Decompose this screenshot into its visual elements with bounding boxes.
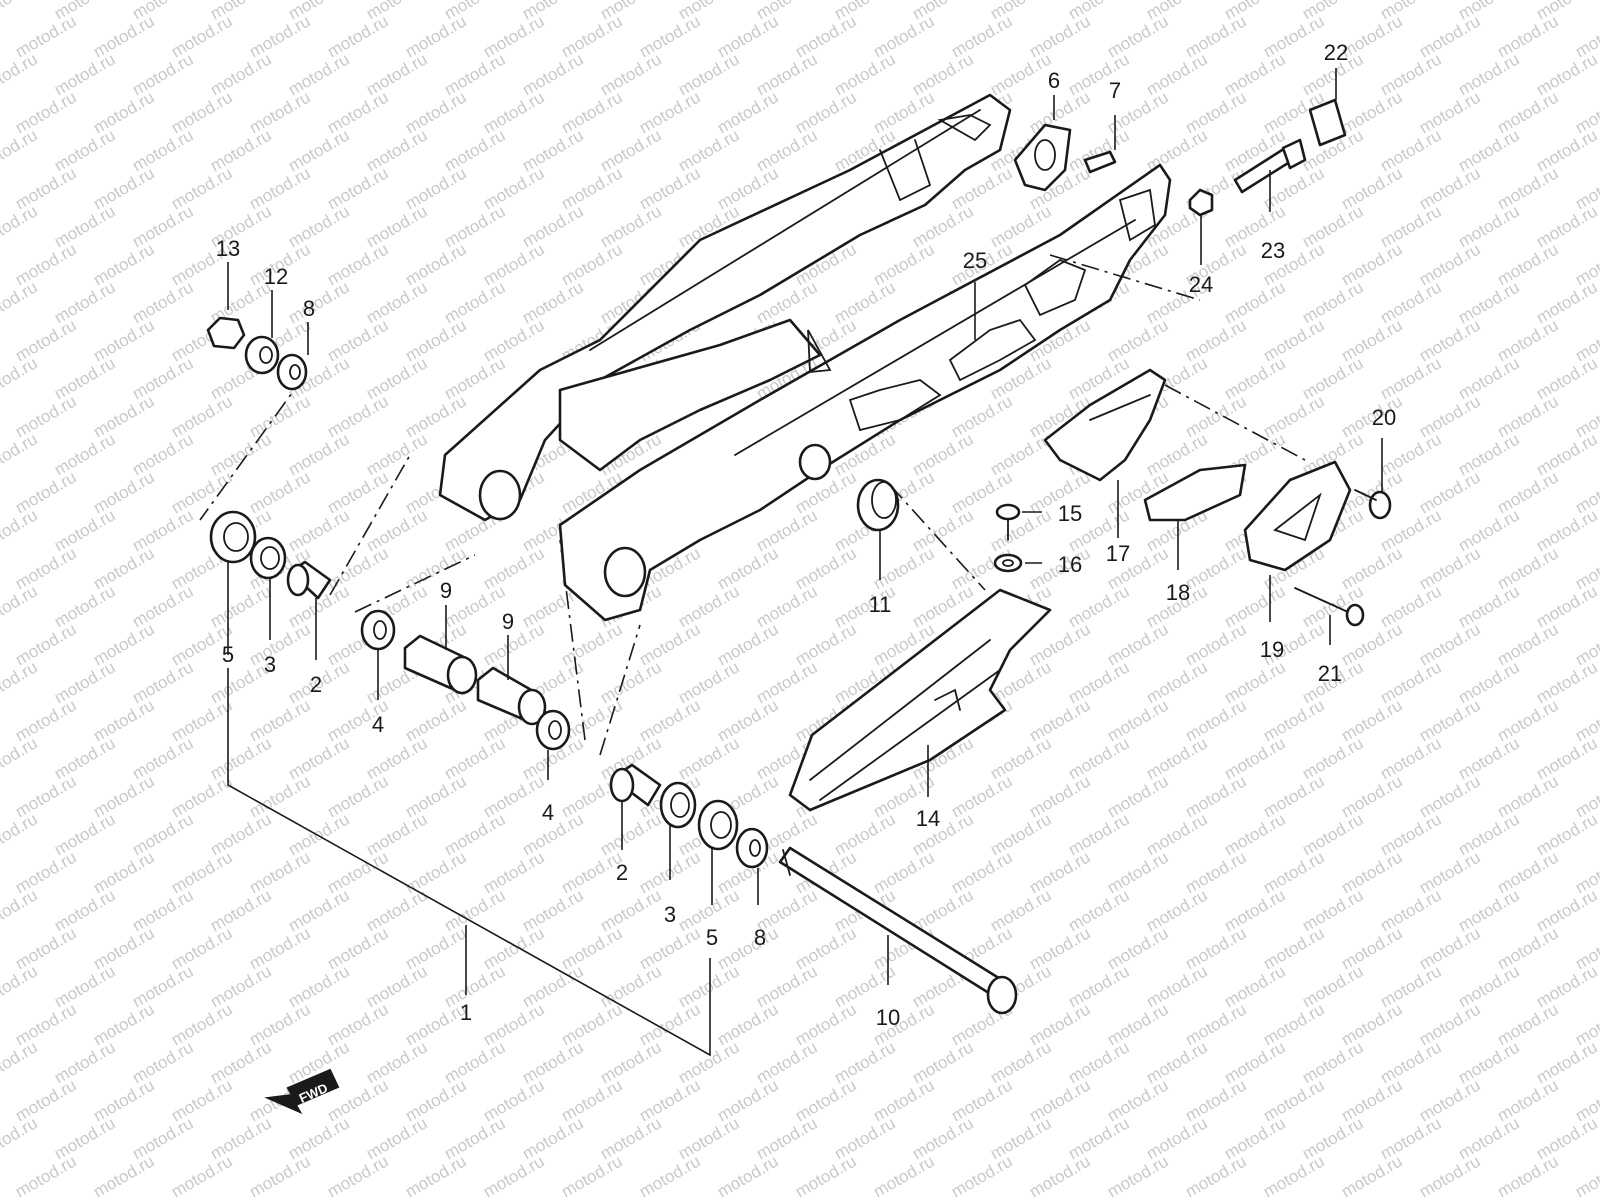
callout-5-right: 5	[706, 925, 718, 950]
watermark-text: motod.ru	[1416, 1151, 1484, 1200]
watermark-text: motod.ru	[480, 1151, 548, 1200]
left-pivot-hardware	[206, 316, 571, 751]
watermark-text: motod.ru	[0, 885, 41, 935]
callout-3-left: 3	[264, 652, 276, 677]
chain-adjuster	[1013, 98, 1347, 217]
callout-16: 16	[1058, 552, 1082, 577]
callout-numbers: 13 12 8 6 7 22 23 24 25 20 15 16 17 18 1…	[216, 40, 1396, 1030]
watermark-text: motod.ru	[0, 733, 41, 783]
callout-9-right: 9	[502, 609, 514, 634]
watermark-text: motod.ru	[0, 1037, 41, 1087]
callout-25: 25	[963, 248, 987, 273]
watermark-text: motod.ru	[1338, 1151, 1406, 1200]
assembly-lines	[199, 254, 1306, 756]
callout-6: 6	[1048, 68, 1060, 93]
callout-4-right: 4	[542, 800, 554, 825]
plug	[856, 478, 900, 532]
watermark-text: motod.ru	[870, 1151, 938, 1200]
watermark-text: motod.ru	[0, 657, 41, 707]
watermark-text: motod.ru	[714, 1151, 782, 1200]
watermark-text: motod.ru	[0, 49, 41, 99]
callout-2-right: 2	[616, 860, 628, 885]
watermark-text: motod.ru	[792, 1151, 860, 1200]
watermark-text: motod.ru	[402, 1151, 470, 1200]
callout-24: 24	[1189, 272, 1213, 297]
watermark-text: motod.ru	[0, 505, 41, 555]
callout-9-left: 9	[440, 578, 452, 603]
callout-8-upper: 8	[303, 296, 315, 321]
callout-8-lower: 8	[754, 925, 766, 950]
watermark-text: motod.ru	[246, 1151, 314, 1200]
pivot-shaft	[778, 846, 1018, 1015]
callout-15: 15	[1058, 501, 1082, 526]
watermark-text: motod.ru	[1182, 1151, 1250, 1200]
callout-13: 13	[216, 236, 240, 261]
watermark-text: motod.ru	[0, 961, 41, 1011]
watermark-text: motod.ru	[324, 1151, 392, 1200]
callout-12: 12	[264, 264, 288, 289]
callout-23: 23	[1261, 238, 1285, 263]
callout-4-left: 4	[372, 712, 384, 737]
swingarm	[438, 93, 1172, 622]
callout-18: 18	[1166, 580, 1190, 605]
callout-21: 21	[1318, 661, 1342, 686]
watermark-text: motod.ru	[1494, 1151, 1562, 1200]
watermark-text: motod.ru	[1572, 1151, 1600, 1200]
watermark-text: motod.ru	[558, 1151, 626, 1200]
watermark-text: motod.ru	[0, 125, 41, 175]
callout-7: 7	[1109, 78, 1121, 103]
watermark-text: motod.ru	[0, 277, 41, 327]
callout-20: 20	[1372, 405, 1396, 430]
callout-19: 19	[1260, 637, 1284, 662]
watermark-text: motod.ru	[0, 353, 41, 403]
callout-2-left: 2	[310, 672, 322, 697]
watermark-text: motod.ru	[1104, 1151, 1172, 1200]
watermark-text: motod.ru	[636, 1151, 704, 1200]
watermark-text: motod.ru	[0, 581, 41, 631]
callout-11: 11	[869, 592, 892, 617]
callout-14: 14	[916, 806, 940, 831]
callout-10: 10	[876, 1005, 900, 1030]
callout-leaders	[227, 68, 1383, 1057]
watermark-text: motod.ru	[12, 1151, 80, 1200]
watermark-text: motod.ru	[948, 1151, 1016, 1200]
watermark-text: motod.ru	[0, 429, 41, 479]
chain-slider	[788, 588, 1052, 812]
watermark-text: motod.ru	[0, 809, 41, 859]
watermark-text: motod.ru	[0, 201, 41, 251]
watermark-text: motod.ru	[90, 1151, 158, 1200]
chain-guide	[1043, 368, 1392, 627]
screw-and-washer	[993, 503, 1023, 573]
callout-5-left: 5	[222, 642, 234, 667]
callout-1: 1	[460, 1000, 472, 1025]
watermark-text: motod.ru	[168, 1151, 236, 1200]
callout-3-right: 3	[664, 902, 676, 927]
right-pivot-hardware	[609, 763, 769, 869]
callout-22: 22	[1324, 40, 1348, 65]
callout-17: 17	[1106, 541, 1130, 566]
watermark-text: motod.ru	[0, 0, 41, 23]
watermark-text: motod.ru	[1260, 1151, 1328, 1200]
watermark-text: motod.ru	[0, 1113, 41, 1163]
watermark-text: motod.ru	[1026, 1151, 1094, 1200]
